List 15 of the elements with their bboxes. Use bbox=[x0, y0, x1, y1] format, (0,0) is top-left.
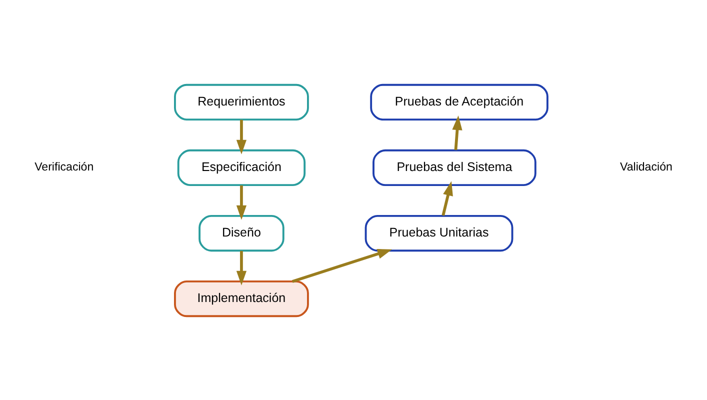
node-box: Especificación bbox=[177, 148, 306, 186]
arrow bbox=[442, 180, 453, 216]
arrow bbox=[236, 119, 247, 154]
node-box: Pruebas Unitarias bbox=[364, 214, 514, 252]
arrow bbox=[452, 115, 462, 150]
node-box: Requerimientos bbox=[174, 83, 309, 120]
arrow bbox=[236, 250, 247, 285]
node-box: Implementación bbox=[174, 280, 309, 317]
node-box: Pruebas del Sistema bbox=[372, 148, 536, 186]
arrow bbox=[236, 184, 247, 220]
node-box: Pruebas de Aceptación bbox=[370, 83, 548, 120]
arrow bbox=[292, 248, 392, 282]
label: Validación bbox=[620, 161, 672, 174]
label: Verificación bbox=[34, 161, 94, 174]
node-box: Diseño bbox=[198, 214, 284, 252]
